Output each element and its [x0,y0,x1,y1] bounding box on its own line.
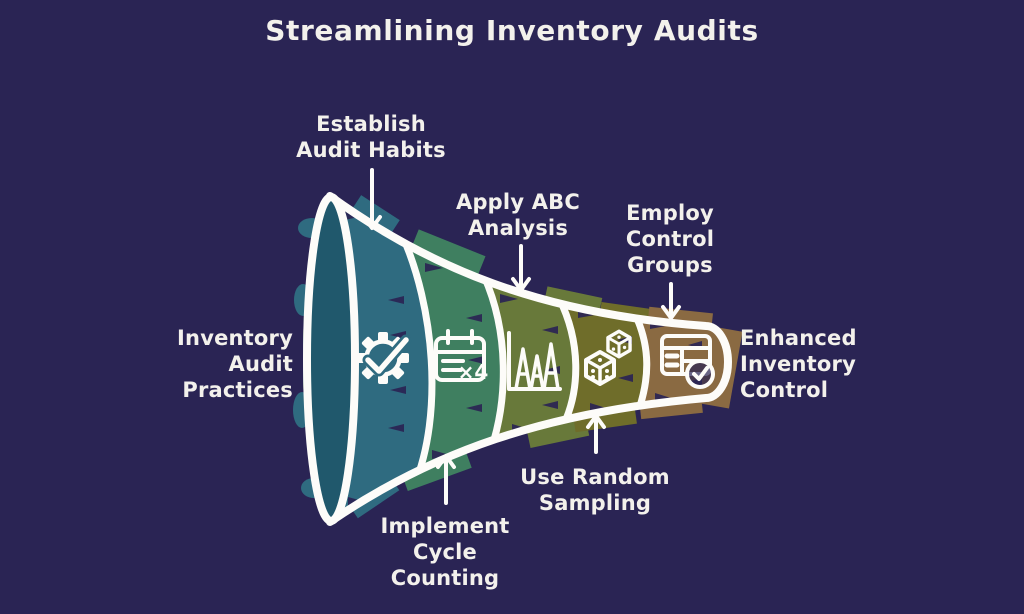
stage-label-implement-cycle-counting: Implement Cycle Counting [380,514,510,590]
page-title: Streamlining Inventory Audits [265,14,759,47]
implement-arrow-up [436,454,456,505]
employ-arrow-down [661,282,681,320]
table-check-icon [660,334,715,389]
dice-icon [584,329,632,386]
peaks-chart-icon [507,331,562,391]
funnel-mouth [303,193,359,525]
gear-check-icon [357,332,412,384]
random-arrow-up [586,414,606,454]
stage-label-apply-abc-analysis: Apply ABC Analysis [456,190,580,240]
establish-arrow-down [362,168,382,230]
svg-text:×4: ×4 [458,360,489,384]
abc-arrow-down [511,244,531,292]
funnel-output-label: Enhanced Inventory Control [740,326,857,402]
stage-label-establish-audit-habits: Establish Audit Habits [296,112,446,162]
callout-arrows [362,168,681,505]
stage-label-employ-control-groups: Employ Control Groups [625,201,715,277]
stage-label-use-random-sampling: Use Random Sampling [520,465,670,515]
funnel-outline [326,192,732,526]
calendar-x4-icon: ×4 [434,329,489,384]
funnel-input-label: Inventory Audit Practices [177,326,293,402]
